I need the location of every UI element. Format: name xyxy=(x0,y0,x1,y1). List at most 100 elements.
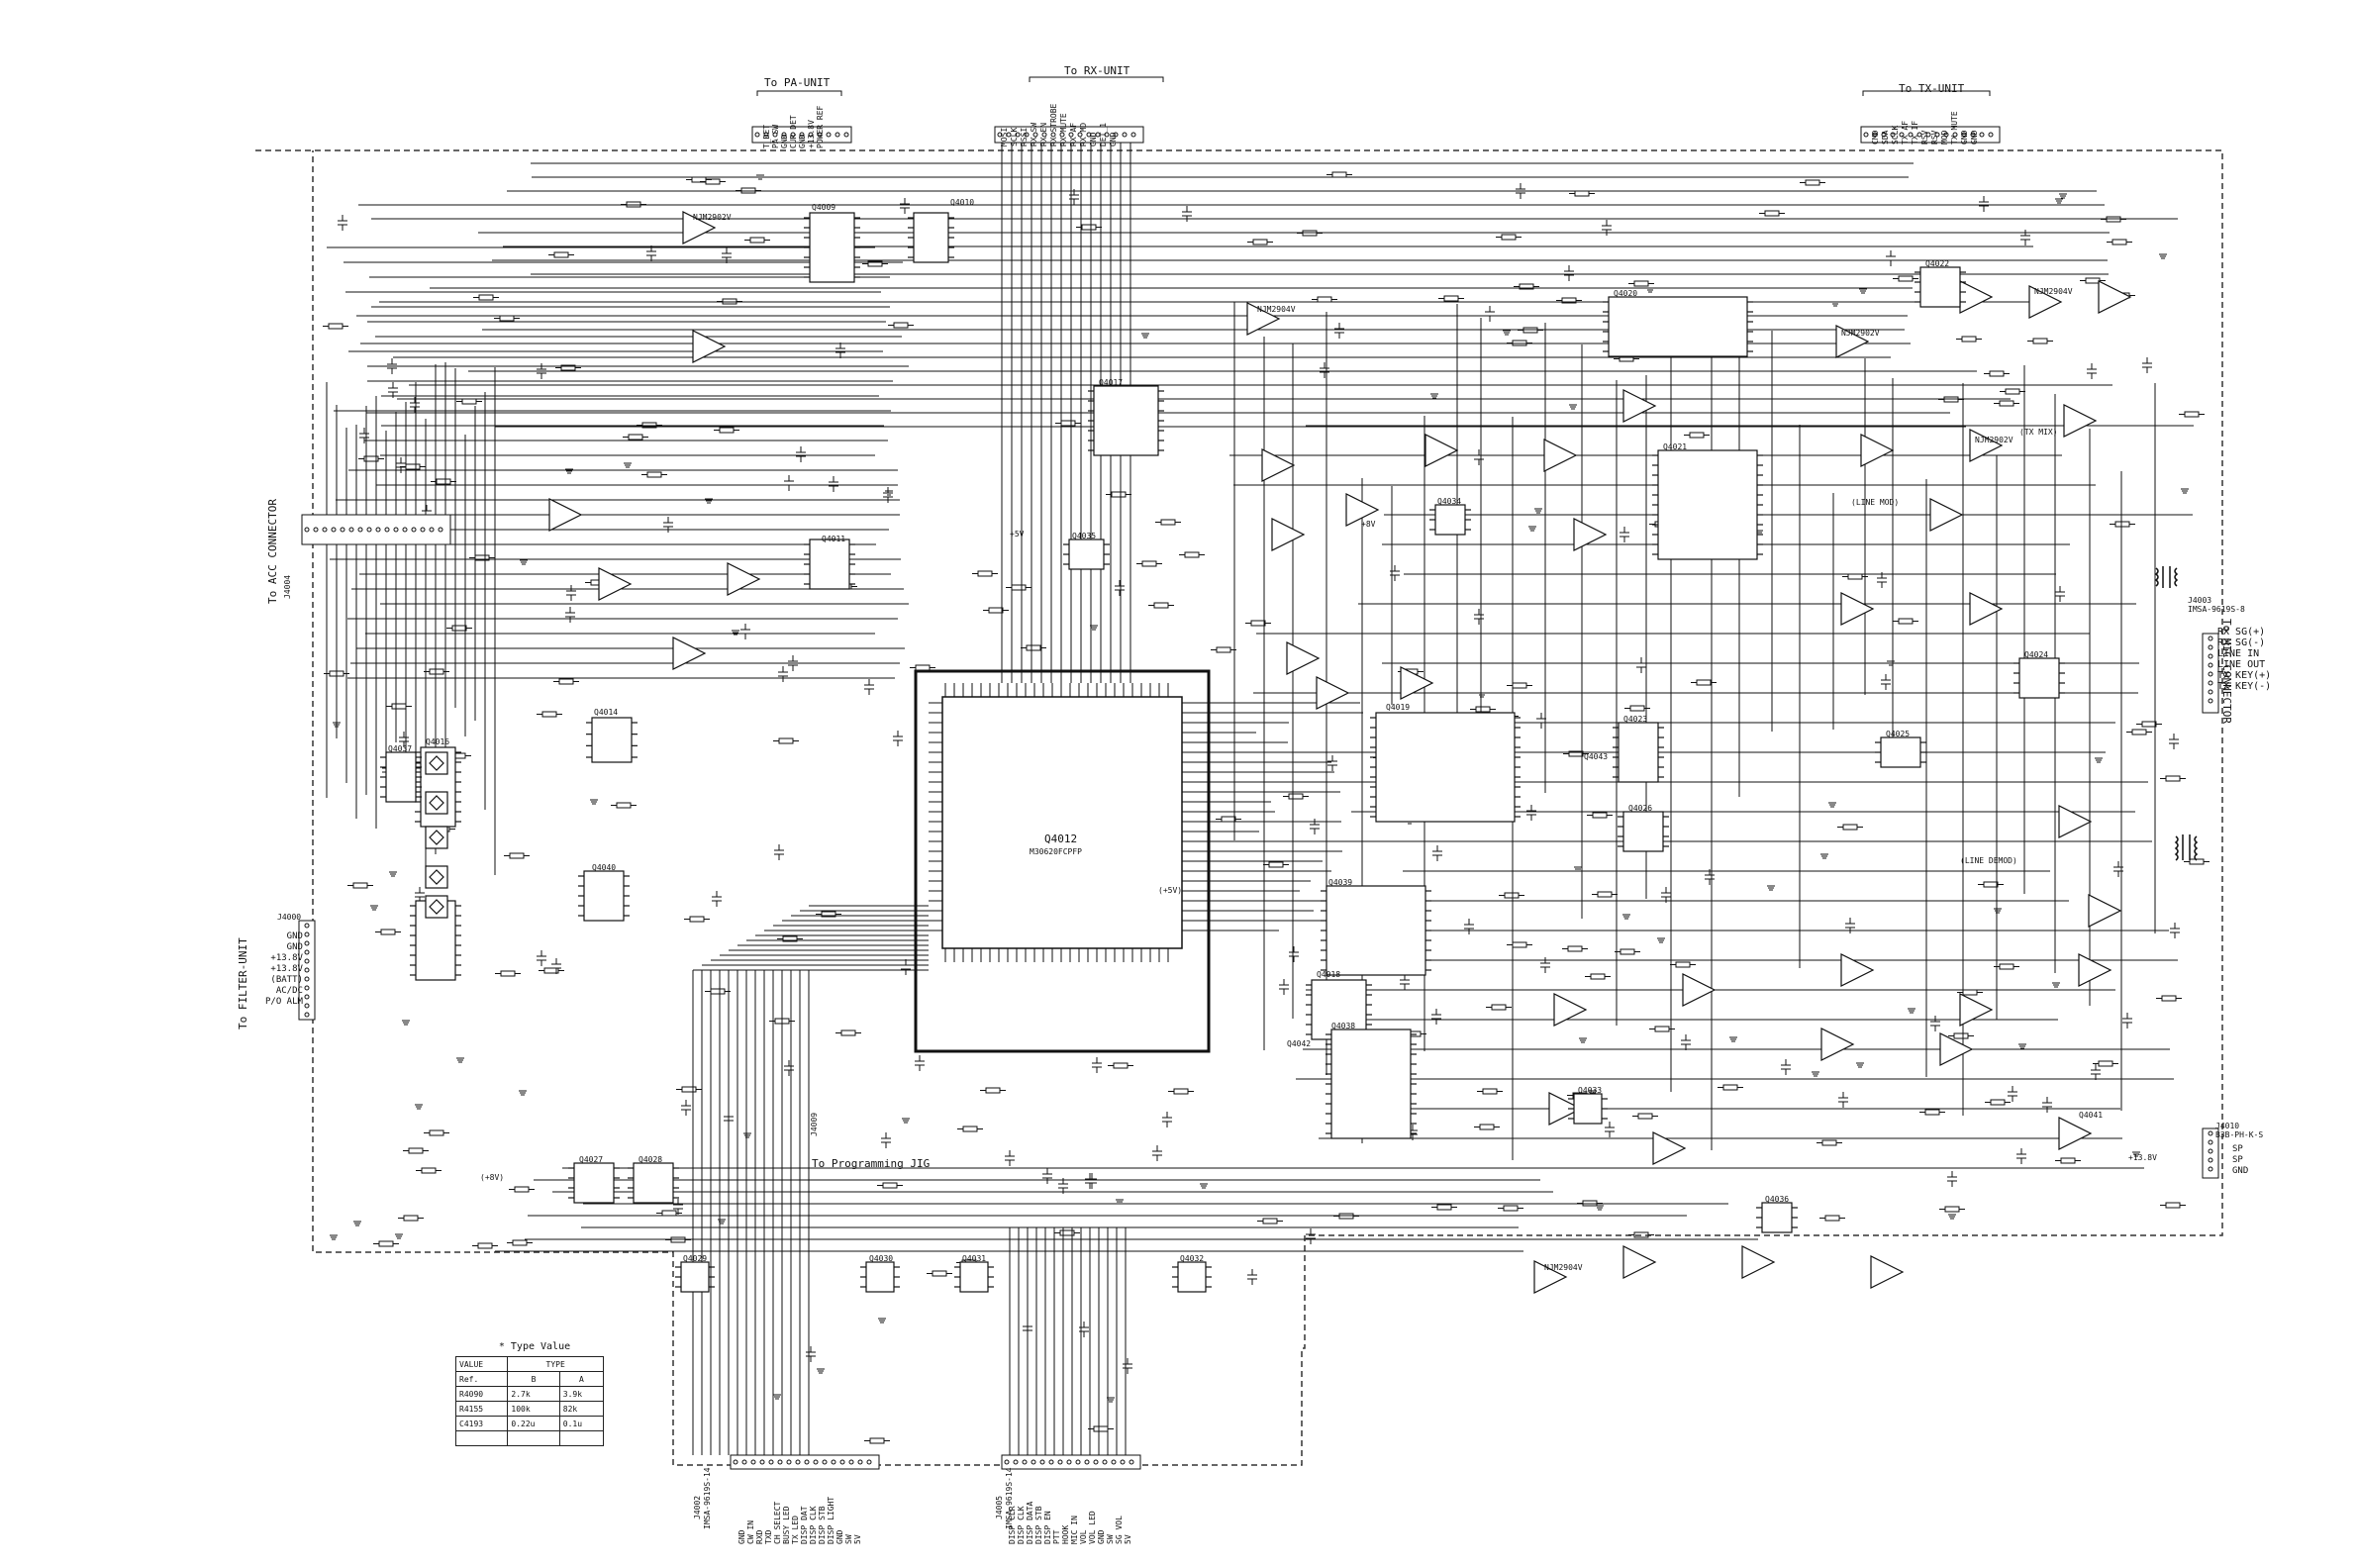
mic-connector-part: IMSA-9619S-8 xyxy=(2188,605,2245,614)
part-ref-label: Q4025 xyxy=(1886,730,1911,738)
rx-unit-pin: RX MUTE xyxy=(1059,113,1068,147)
part-ref-label: Q4010 xyxy=(950,198,975,207)
opamp-part-label: NJM2902V xyxy=(693,213,732,222)
type-value-title: * Type Value xyxy=(498,1341,571,1352)
bottom-mid-pin: VOL LED xyxy=(1088,1511,1097,1544)
bottom-left-pin: RXD xyxy=(755,1529,764,1544)
bottom-mid-connector-ref: J4005 xyxy=(995,1495,1004,1519)
part-ref-label: Q4014 xyxy=(594,708,619,717)
tx-mix-label: (TX MIX) xyxy=(2019,428,2058,437)
bottom-mid-pin: DISP DATA xyxy=(1026,1501,1034,1544)
bottom-left-pin: DISP STB xyxy=(818,1506,827,1544)
tx-unit-pin: SDA xyxy=(1881,130,1890,145)
filter-unit-ref: J4000 xyxy=(277,913,302,922)
speaker-connector-part: B3B-PH-K-S xyxy=(2215,1130,2264,1139)
part-ref-label: Q4029 xyxy=(683,1254,708,1263)
bottom-mid-pin: DISP CLR xyxy=(1008,1506,1017,1544)
pin-label: LINE OUT xyxy=(2217,659,2266,670)
bottom-mid-pin: VOL xyxy=(1079,1529,1088,1544)
rx-unit-pin: RSSI xyxy=(1020,127,1029,147)
rx-unit-pin: RX SW xyxy=(1030,122,1038,147)
table-ref-header: Ref. xyxy=(454,1371,509,1387)
table-cell: C4193 xyxy=(454,1416,509,1431)
pin-label: SP xyxy=(2232,1155,2243,1165)
part-ref-label: Q4022 xyxy=(1925,259,1950,268)
power-rail-label: +5V xyxy=(1010,530,1025,539)
part-ref-label: Q4023 xyxy=(1623,715,1648,724)
pa-unit-pin: GND xyxy=(798,134,807,148)
type-value-grid: VALUE TYPE Ref. B A R4090 2.7k 3.9k R415… xyxy=(454,1356,605,1446)
table-cell: 0.1u xyxy=(558,1416,605,1431)
pin-label: GND xyxy=(286,942,303,952)
bottom-left-connector-part: IMSA-9619S-14 xyxy=(703,1467,712,1529)
bottom-left-pin: DISP CLK xyxy=(809,1506,818,1544)
tx-unit-pin: TX MUTE xyxy=(1950,111,1959,145)
table-b-header: B xyxy=(507,1371,560,1387)
bottom-left-connector-ref: J4002 xyxy=(693,1495,702,1519)
pin-label: SP xyxy=(2232,1144,2243,1154)
mcu-part: M30620FCPFP xyxy=(1030,847,1082,856)
opamp-part-label: NJM2904V xyxy=(2034,287,2073,296)
table-row: C4193 0.22u 0.1u xyxy=(454,1416,605,1431)
tx-unit-pin: RSV xyxy=(1920,130,1929,145)
bottom-left-pin: DISP DAT xyxy=(800,1506,809,1544)
part-ref-label: Q4017 xyxy=(1099,378,1124,387)
mcu-ref: Q4012 xyxy=(1044,833,1078,845)
part-ref-label: Q4027 xyxy=(579,1155,604,1164)
pin-label: LINE IN xyxy=(2217,648,2260,659)
pa-unit-pin: CUR DET xyxy=(789,115,798,148)
bottom-left-pin: CW IN xyxy=(746,1519,755,1544)
opamp-part-label: NJM2904V xyxy=(1544,1263,1583,1272)
part-ref-label: Q4009 xyxy=(812,203,836,212)
bottom-mid-pin: MIC IN xyxy=(1070,1516,1079,1544)
table-row: R4155 100k 82k xyxy=(454,1401,605,1417)
part-ref-label: Q4042 xyxy=(1287,1039,1312,1048)
pin-label: P/O ALM xyxy=(265,997,303,1007)
table-cell: 0.22u xyxy=(507,1416,560,1431)
table-cell: R4155 xyxy=(454,1401,509,1417)
power-rail-label: (+5V) xyxy=(1158,886,1183,895)
bottom-left-pin: GND xyxy=(835,1529,844,1544)
type-value-table: * Type Value VALUE TYPE Ref. B A R4090 2… xyxy=(454,1341,614,1446)
table-type-header: TYPE xyxy=(507,1356,604,1372)
tx-unit-pin: TX IF xyxy=(1911,120,1919,145)
programming-jig-ref: J4009 xyxy=(810,1112,819,1136)
rx-unit-pin: RX MD xyxy=(1079,122,1088,147)
part-ref-label: Q4032 xyxy=(1180,1254,1205,1263)
tx-unit-pin: GND xyxy=(1970,130,1979,145)
part-ref-label: Q4021 xyxy=(1663,442,1688,451)
pin-label: RX SG(+) xyxy=(2217,627,2266,637)
filter-unit-header: To FILTER-UNIT xyxy=(237,937,249,1029)
power-rail-label: (+8V) xyxy=(480,1173,505,1182)
part-ref-label: Q4030 xyxy=(869,1254,894,1263)
bottom-mid-pin: HOOK xyxy=(1061,1524,1070,1544)
rx-unit-pin: GND xyxy=(1089,132,1098,147)
pa-unit-pin: +13.8V xyxy=(807,120,816,148)
part-ref-label: Q4031 xyxy=(962,1254,987,1263)
tx-unit-pin: GND xyxy=(1960,130,1969,145)
bottom-mid-pin: 5V xyxy=(1124,1534,1132,1544)
rx-unit-header: To RX-UNIT xyxy=(1064,64,1130,77)
line-demod-label: (LINE DEMOD) xyxy=(1960,856,2017,865)
rx-unit-pin: RX EN xyxy=(1039,122,1048,147)
mic-connector-ref: J4003 xyxy=(2188,596,2212,605)
part-ref-label: Q4035 xyxy=(1072,532,1097,540)
part-ref-label: Q4011 xyxy=(822,535,846,543)
programming-jig-header: To Programming JIG xyxy=(812,1157,931,1170)
table-row: R4090 2.7k 3.9k xyxy=(454,1386,605,1402)
pa-unit-pin: PA SW xyxy=(771,124,780,148)
rx-unit-pin: RX STROBE xyxy=(1049,103,1058,147)
table-cell: 82k xyxy=(558,1401,605,1417)
pin-label: +13.8V xyxy=(270,964,303,974)
part-ref-label: Q4038 xyxy=(1331,1022,1356,1030)
bottom-left-pin: 5V xyxy=(853,1534,862,1544)
speaker-connector-ref: J4010 xyxy=(2215,1122,2240,1130)
pa-unit-pin: T_DET xyxy=(762,124,771,148)
part-ref-label: Q4020 xyxy=(1614,289,1638,298)
table-corner-value: VALUE xyxy=(454,1356,509,1372)
pin-label: AC/DC xyxy=(275,986,303,996)
part-ref-label: Q4026 xyxy=(1628,804,1653,813)
